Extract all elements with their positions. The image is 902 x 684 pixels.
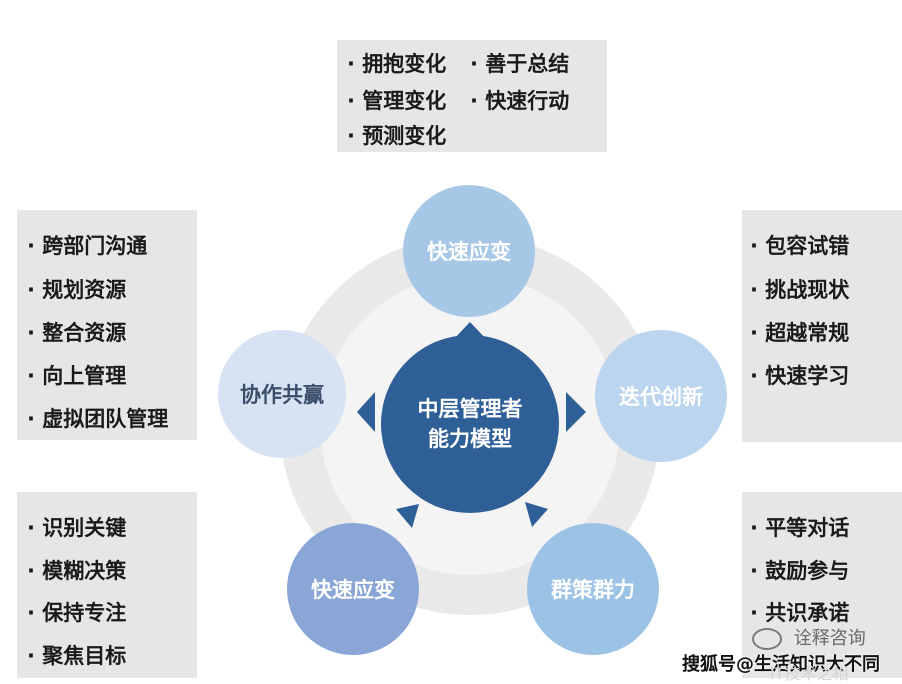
top-item-5: · 预测变化 — [347, 124, 447, 148]
sohu-watermark: 搜狐号@生活知识大不同 — [682, 650, 880, 676]
right-box: · 包容试错 · 挑战现状 · 超越常规 · 快速学习 — [742, 210, 902, 442]
top-box: · 拥抱变化 · 善于总结 · 管理变化 · 快速行动 · 预测变化 — [337, 40, 607, 152]
bottom-right-item-3: · 共识承诺 — [750, 601, 850, 625]
bottom-right-item-1: · 平等对话 — [750, 516, 850, 540]
left-box: · 跨部门沟通 · 规划资源 · 整合资源 · 向上管理 · 虚拟团队管理 — [17, 210, 197, 440]
left-item-2: · 规划资源 — [27, 278, 127, 302]
node-bottom-left-label: 快速应变 — [311, 578, 395, 602]
faint-watermark-text: IT技术之相 — [770, 664, 849, 683]
faint-watermark: IT技术之相 — [770, 660, 849, 684]
center-title-line1: 中层管理者 — [417, 397, 523, 421]
right-item-1: · 包容试错 — [750, 234, 850, 258]
node-top-label: 快速应变 — [427, 240, 511, 264]
right-item-2: · 挑战现状 — [750, 278, 850, 302]
top-item-1: · 拥抱变化 — [347, 52, 447, 76]
sohu-watermark-text: 搜狐号@生活知识大不同 — [682, 654, 880, 675]
center-title-line2: 能力模型 — [428, 427, 512, 451]
wechat-watermark: 诠释咨询 — [752, 624, 866, 650]
node-top: 快速应变 — [403, 185, 535, 317]
node-bottom-right: 群策群力 — [527, 523, 659, 655]
arrow-left — [357, 392, 375, 432]
top-item-3: · 管理变化 — [347, 89, 447, 113]
node-right-label: 迭代创新 — [619, 385, 703, 409]
arrow-bottom-left — [396, 504, 419, 528]
bottom-left-item-1: · 识别关键 — [27, 516, 127, 540]
node-right: 迭代创新 — [595, 330, 727, 462]
bottom-left-item-2: · 模糊决策 — [27, 559, 127, 583]
left-item-5: · 虚拟团队管理 — [27, 407, 169, 431]
node-left-label: 协作共赢 — [240, 383, 324, 407]
wechat-icon — [752, 628, 782, 650]
right-item-3: · 超越常规 — [750, 321, 850, 345]
right-item-4: · 快速学习 — [750, 364, 850, 388]
bottom-left-item-3: · 保持专注 — [27, 601, 127, 625]
arrow-right — [566, 392, 586, 432]
bottom-left-item-4: · 聚焦目标 — [27, 644, 127, 668]
left-item-4: · 向上管理 — [27, 364, 127, 388]
top-item-4: · 快速行动 — [470, 89, 570, 113]
center-node: 中层管理者 能力模型 — [381, 335, 559, 513]
wechat-name: 诠释咨询 — [793, 628, 866, 649]
bottom-right-item-2: · 鼓励参与 — [750, 559, 850, 583]
node-left: 协作共赢 — [218, 330, 346, 458]
top-item-2: · 善于总结 — [470, 52, 570, 76]
node-bottom-right-label: 群策群力 — [551, 578, 635, 602]
arrow-bottom-right — [525, 502, 548, 527]
bottom-left-box: · 识别关键 · 模糊决策 · 保持专注 · 聚焦目标 — [17, 492, 197, 678]
left-item-3: · 整合资源 — [27, 321, 127, 345]
node-bottom-left: 快速应变 — [287, 523, 419, 655]
left-item-1: · 跨部门沟通 — [27, 234, 148, 258]
